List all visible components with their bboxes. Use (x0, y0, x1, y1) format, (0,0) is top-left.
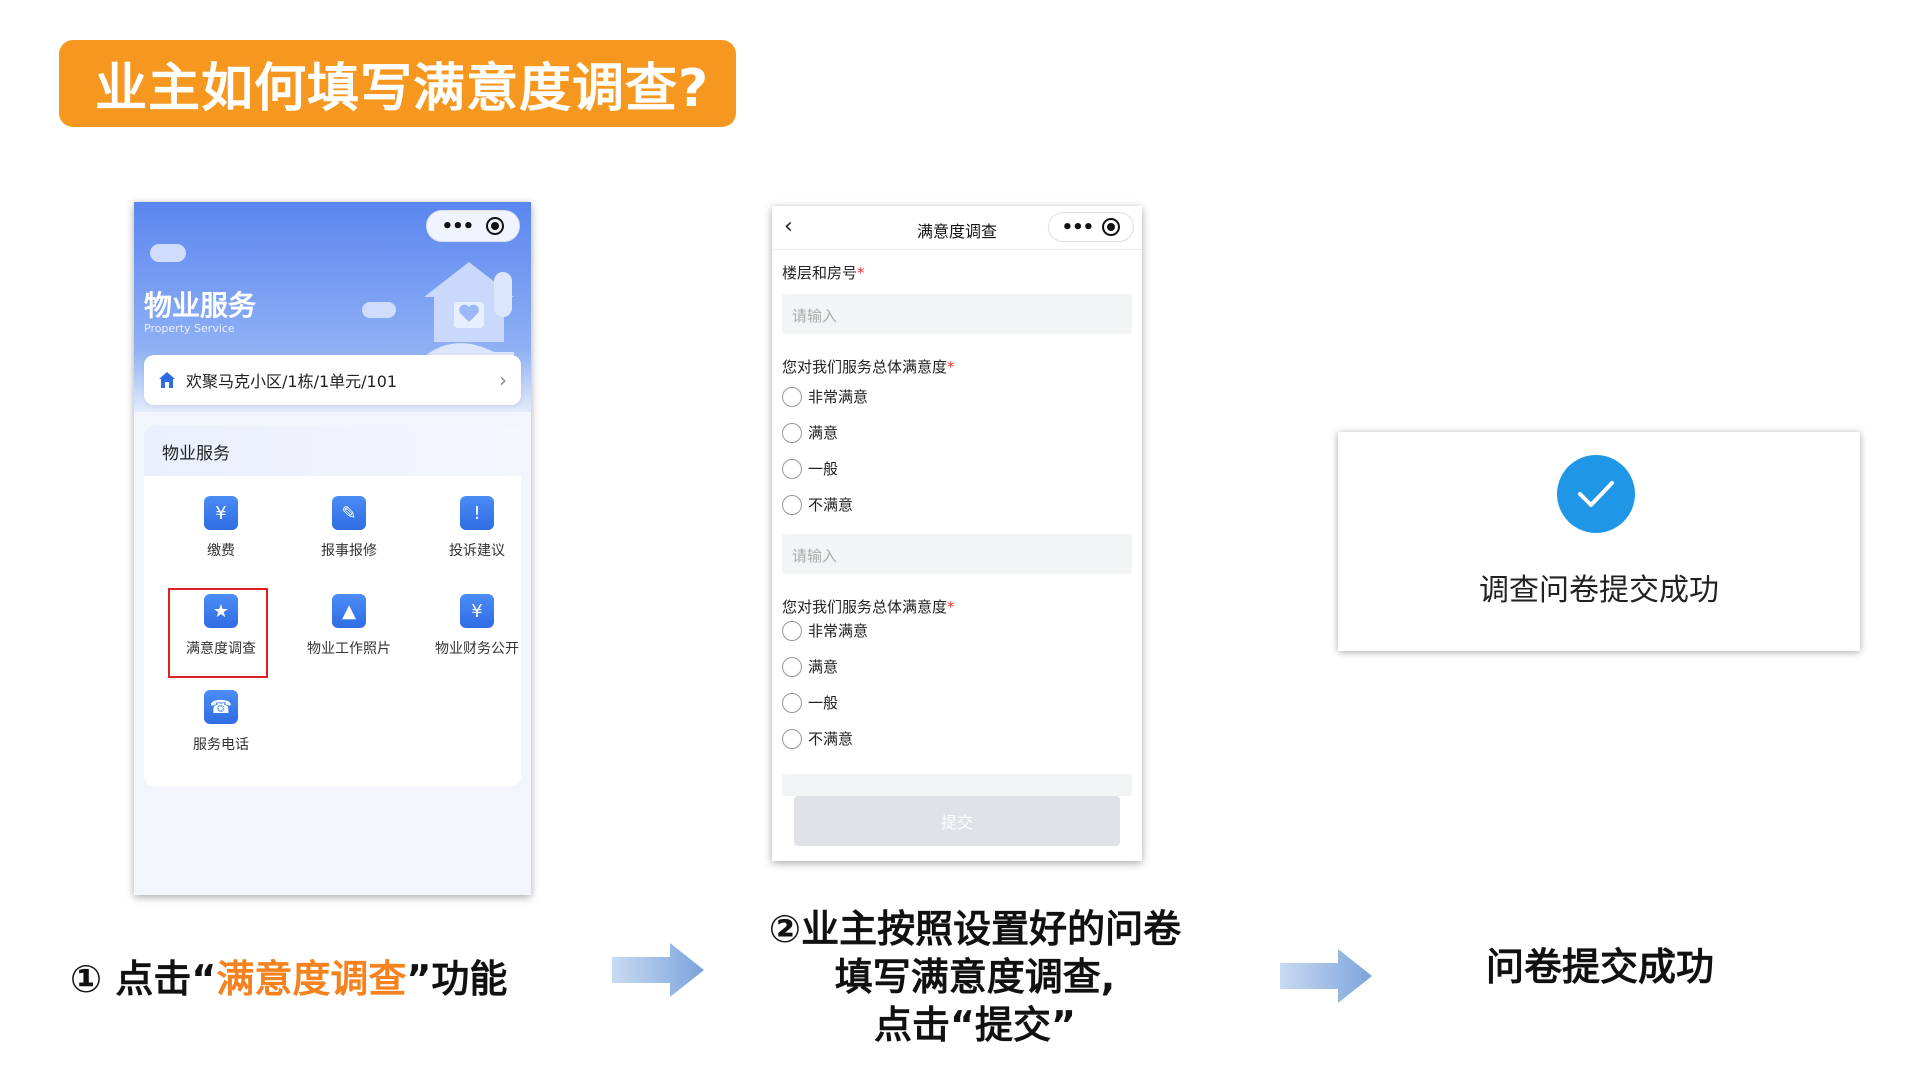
radio-circle-icon[interactable] (782, 494, 802, 515)
service-label: 缴费 (207, 543, 235, 559)
brand-subtitle: Property Service (144, 322, 235, 335)
close-circle-icon[interactable] (1102, 218, 1121, 236)
radio-option[interactable]: 满意 (782, 656, 838, 677)
radio-option[interactable]: 不满意 (782, 728, 853, 749)
services-card: 物业服务 ¥ 缴费 ✎ 报事报修! 投诉建议 ★ 满意度调查 ▲ 物业工作照片 ¥ 物业财务公开 ☎ 服… (144, 426, 521, 786)
survey-star-icon: ★ (204, 594, 238, 628)
miniprogram-capsule[interactable]: ••• (1048, 212, 1134, 242)
highlight-box (168, 588, 268, 678)
address-text: 欢聚马克小区/1栋/1单元/101 (186, 372, 398, 391)
radio-label: 不满意 (808, 730, 854, 748)
chevron-right-icon: › (499, 368, 507, 392)
field-label-room: 楼层和房号* (782, 264, 865, 282)
step1-caption: ① 点击“满意度调查”功能 (70, 957, 508, 1001)
service-item[interactable]: ★ 满意度调查 (166, 594, 276, 658)
service-item[interactable]: ¥ 物业财务公开 (422, 594, 521, 658)
back-arrow-icon[interactable]: ‹ (784, 214, 793, 239)
success-message: 调查问卷提交成功 (1479, 573, 1719, 608)
complaint-icon: ! (460, 496, 494, 530)
payment-icon: ¥ (204, 496, 238, 530)
radio-circle-icon[interactable] (782, 422, 802, 443)
submit-button[interactable]: 提交 (794, 796, 1120, 846)
services-header: 物业服务 (144, 426, 521, 476)
radio-option[interactable]: 满意 (782, 422, 838, 443)
nav-title: 满意度调查 (916, 222, 997, 241)
radio-label: 一般 (808, 460, 839, 478)
cloud-icon (150, 244, 186, 262)
comment-input-1[interactable]: 请输入 (782, 534, 1132, 574)
arrow-right-icon (612, 943, 704, 997)
radio-circle-icon[interactable] (782, 620, 802, 641)
radio-circle-icon[interactable] (782, 692, 802, 713)
service-label: 服务电话 (193, 737, 249, 753)
service-item[interactable]: ✎ 报事报修 (294, 496, 404, 560)
radio-label: 非常满意 (808, 622, 869, 640)
comment-input-2[interactable] (782, 774, 1132, 796)
check-icon (1557, 455, 1635, 533)
radio-circle-icon[interactable] (782, 728, 802, 749)
service-label: 物业财务公开 (435, 641, 519, 657)
success-dialog: 调查问卷提交成功 (1338, 432, 1860, 651)
address-selector[interactable]: 欢聚马克小区/1栋/1单元/101 › (144, 355, 521, 405)
radio-label: 满意 (808, 424, 839, 442)
cloud-icon (362, 302, 396, 318)
service-item[interactable]: ▲ 物业工作照片 (294, 594, 404, 658)
miniprogram-capsule[interactable]: ••• (426, 210, 520, 242)
title-banner: 业主如何填写满意度调查? (59, 40, 736, 127)
question-label-1: 您对我们服务总体满意度* (782, 358, 955, 376)
question-label-2: 您对我们服务总体满意度* (782, 598, 955, 616)
page-title: 业主如何填写满意度调查? (95, 59, 710, 119)
service-label: 投诉建议 (449, 543, 505, 559)
radio-circle-icon[interactable] (782, 656, 802, 677)
radio-option[interactable]: 非常满意 (782, 386, 868, 407)
step1-highlight: 满意度调查 (216, 957, 407, 1001)
finance-icon: ¥ (460, 594, 494, 628)
phone-screenshot-home: ••• 物业服务 Property Service 欢聚马克小区/1栋/1单元/… (134, 202, 531, 895)
photo-icon: ▲ (332, 594, 366, 628)
radio-option[interactable]: 非常满意 (782, 620, 868, 641)
radio-label: 非常满意 (808, 388, 869, 406)
radio-option[interactable]: 一般 (782, 692, 838, 713)
radio-circle-icon[interactable] (782, 458, 802, 479)
brand-title: 物业服务 (144, 289, 257, 322)
arrow-right-icon (1280, 949, 1372, 1003)
phone-icon: ☎ (204, 690, 238, 724)
radio-label: 不满意 (808, 496, 854, 514)
service-item[interactable]: ! 投诉建议 (422, 496, 521, 560)
service-item[interactable]: ¥ 缴费 (166, 496, 276, 560)
radio-label: 一般 (808, 694, 839, 712)
wrench-icon: ✎ (332, 496, 366, 530)
phone-screenshot-survey: ‹ 满意度调查 ••• 楼层和房号* 请输入 您对我们服务总体满意度* 非常满意… (772, 206, 1142, 861)
radio-label: 满意 (808, 658, 839, 676)
step3-caption: 问卷提交成功 (1485, 945, 1714, 989)
nav-bar: ‹ 满意度调查 ••• (772, 206, 1142, 250)
radio-option[interactable]: 不满意 (782, 494, 853, 515)
home-icon (159, 372, 175, 388)
radio-option[interactable]: 一般 (782, 458, 838, 479)
service-item[interactable]: ☎ 服务电话 (166, 690, 276, 754)
radio-circle-icon[interactable] (782, 386, 802, 407)
step2-caption: ②业主按照设置好的问卷 填写满意度调查, 点击“提交” (768, 907, 1182, 1047)
room-input[interactable]: 请输入 (782, 294, 1132, 334)
close-circle-icon[interactable] (486, 217, 505, 235)
more-dots-icon[interactable]: ••• (441, 215, 475, 237)
service-label: 物业工作照片 (307, 641, 391, 657)
more-dots-icon[interactable]: ••• (1061, 216, 1095, 238)
service-label: 报事报修 (321, 543, 377, 559)
service-label: 满意度调查 (186, 641, 256, 657)
